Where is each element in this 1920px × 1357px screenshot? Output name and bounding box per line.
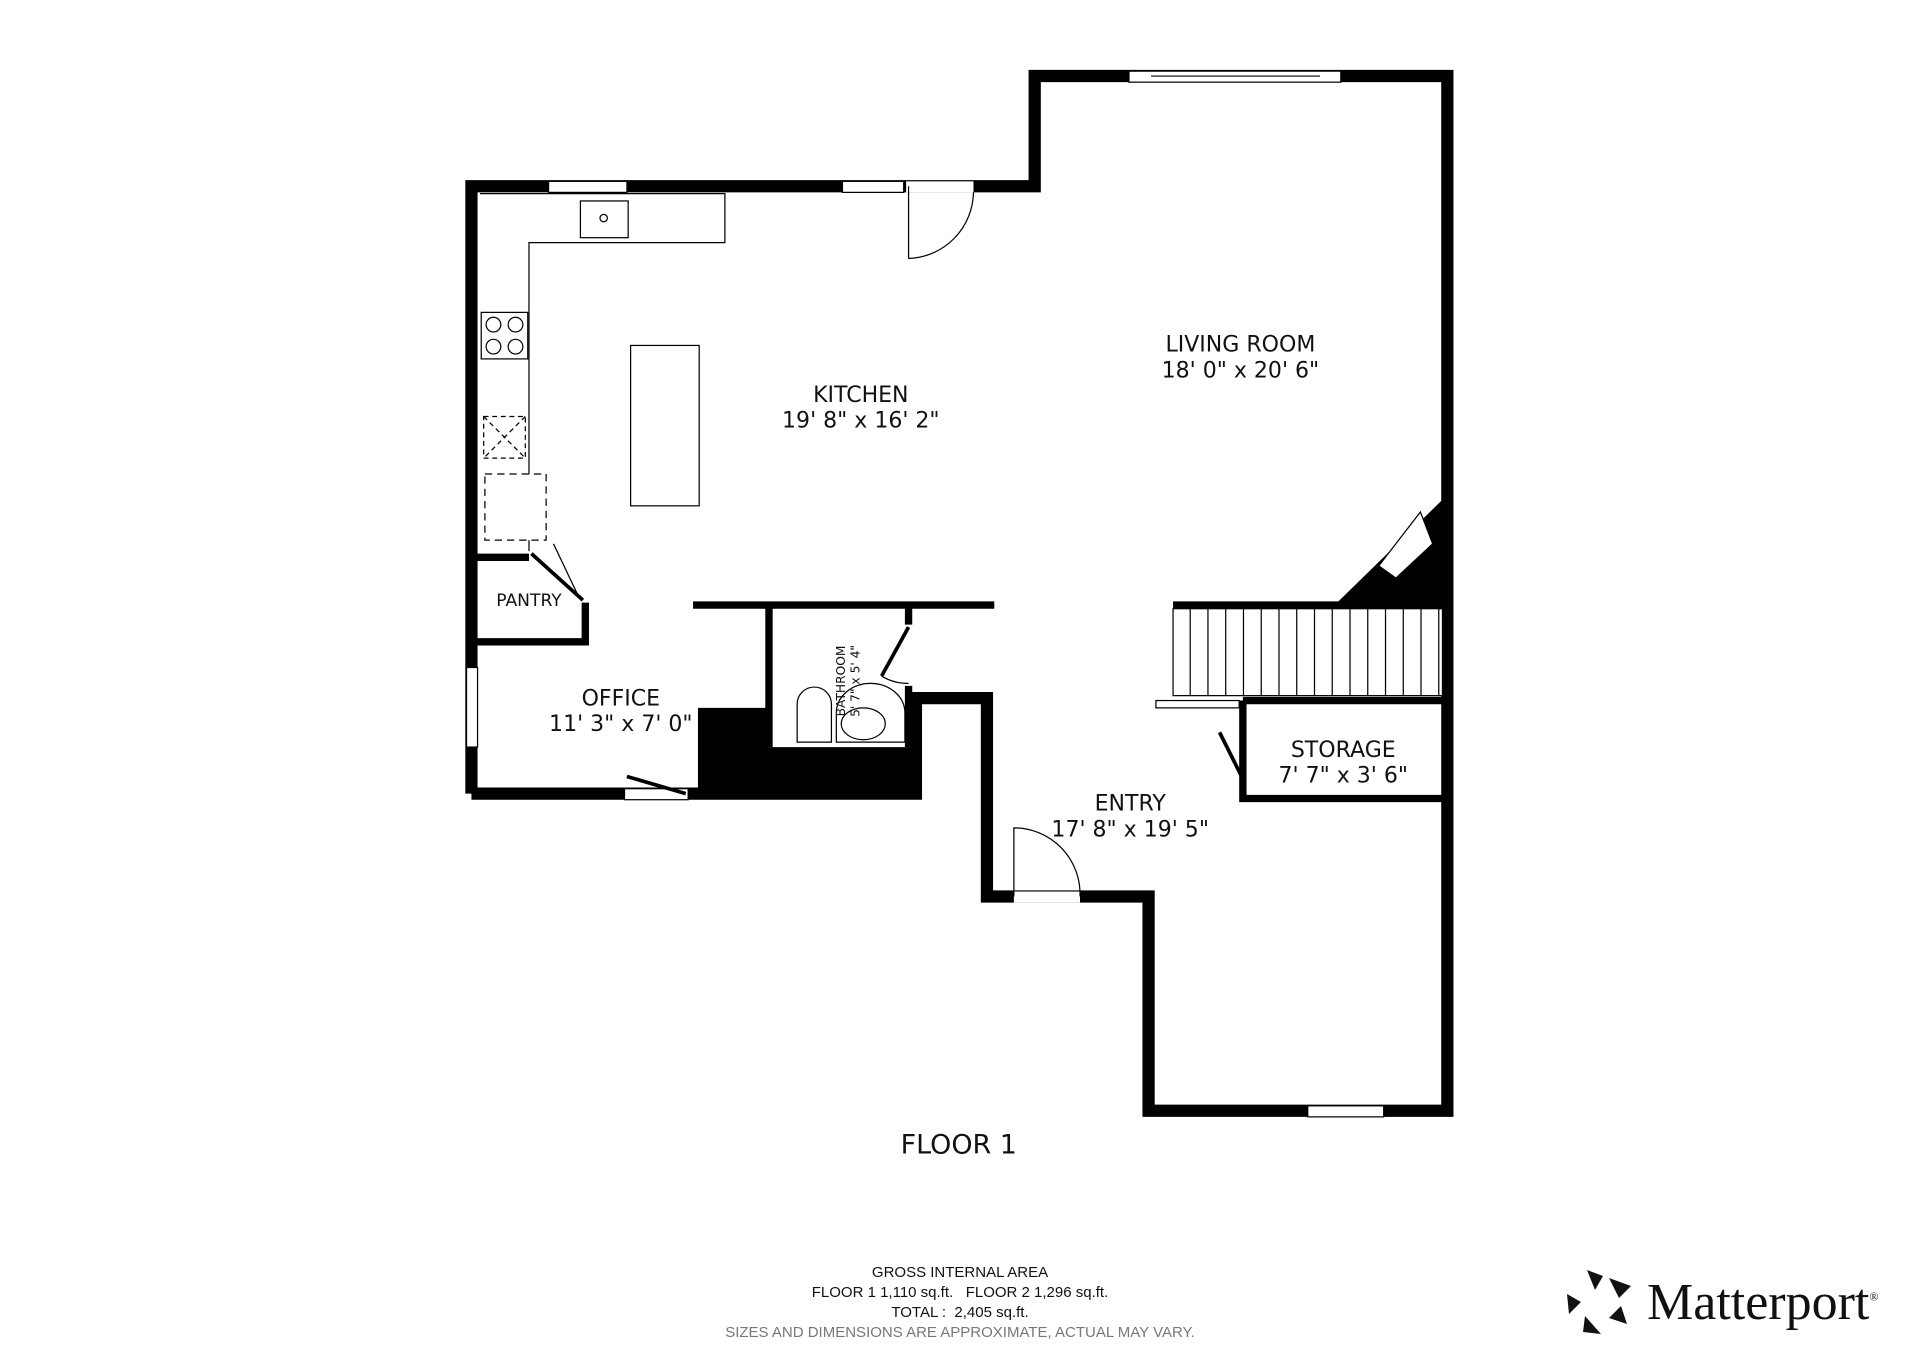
brand-name: Matterport: [1647, 1273, 1870, 1331]
matterport-logo: Matterport®: [1565, 1268, 1879, 1336]
stairs: [1155, 608, 1444, 709]
living-room-size: 18' 0" x 20' 6": [1162, 358, 1320, 383]
interior-walls: [471, 553, 1443, 803]
entry-label: ENTRY: [1095, 792, 1167, 817]
windows-and-openings: [465, 70, 1385, 1118]
office-size: 11' 3" x 7' 0": [549, 712, 693, 737]
disclaimer: SIZES AND DIMENSIONS ARE APPROXIMATE, AC…: [725, 1324, 1195, 1341]
doors: [530, 186, 1434, 897]
bathroom-size: 5' 7" x 5' 4": [849, 645, 863, 717]
storage-label: STORAGE: [1291, 738, 1396, 763]
area-floors: FLOOR 1 1,110 sq.ft. FLOOR 2 1,296 sq.ft…: [811, 1284, 1109, 1301]
area-total: TOTAL : 2,405 sq.ft.: [891, 1304, 1029, 1321]
pantry-label: PANTRY: [496, 591, 562, 611]
kitchen-label: KITCHEN: [813, 383, 908, 408]
entry-size: 17' 8" x 19' 5": [1051, 817, 1209, 842]
bathroom-label: BATHROOM: [834, 646, 848, 717]
exterior-walls: [465, 69, 1454, 1117]
living-room-label: LIVING ROOM: [1165, 333, 1315, 358]
kitchen-size: 19' 8" x 16' 2": [782, 408, 940, 433]
matterport-mark-icon: [1567, 1270, 1631, 1334]
area-heading: GROSS INTERNAL AREA: [871, 1264, 1049, 1281]
area-summary: GROSS INTERNAL AREA FLOOR 1 1,110 sq.ft.…: [0, 1263, 1920, 1343]
room-labels: KITCHEN 19' 8" x 16' 2" LIVING ROOM 18' …: [496, 333, 1408, 1161]
fixtures: [480, 192, 906, 743]
registered-mark: ®: [1869, 1289, 1879, 1304]
office-label: OFFICE: [582, 686, 660, 711]
floor-title: FLOOR 1: [901, 1130, 1017, 1161]
storage-size: 7' 7" x 3' 6": [1279, 764, 1408, 789]
